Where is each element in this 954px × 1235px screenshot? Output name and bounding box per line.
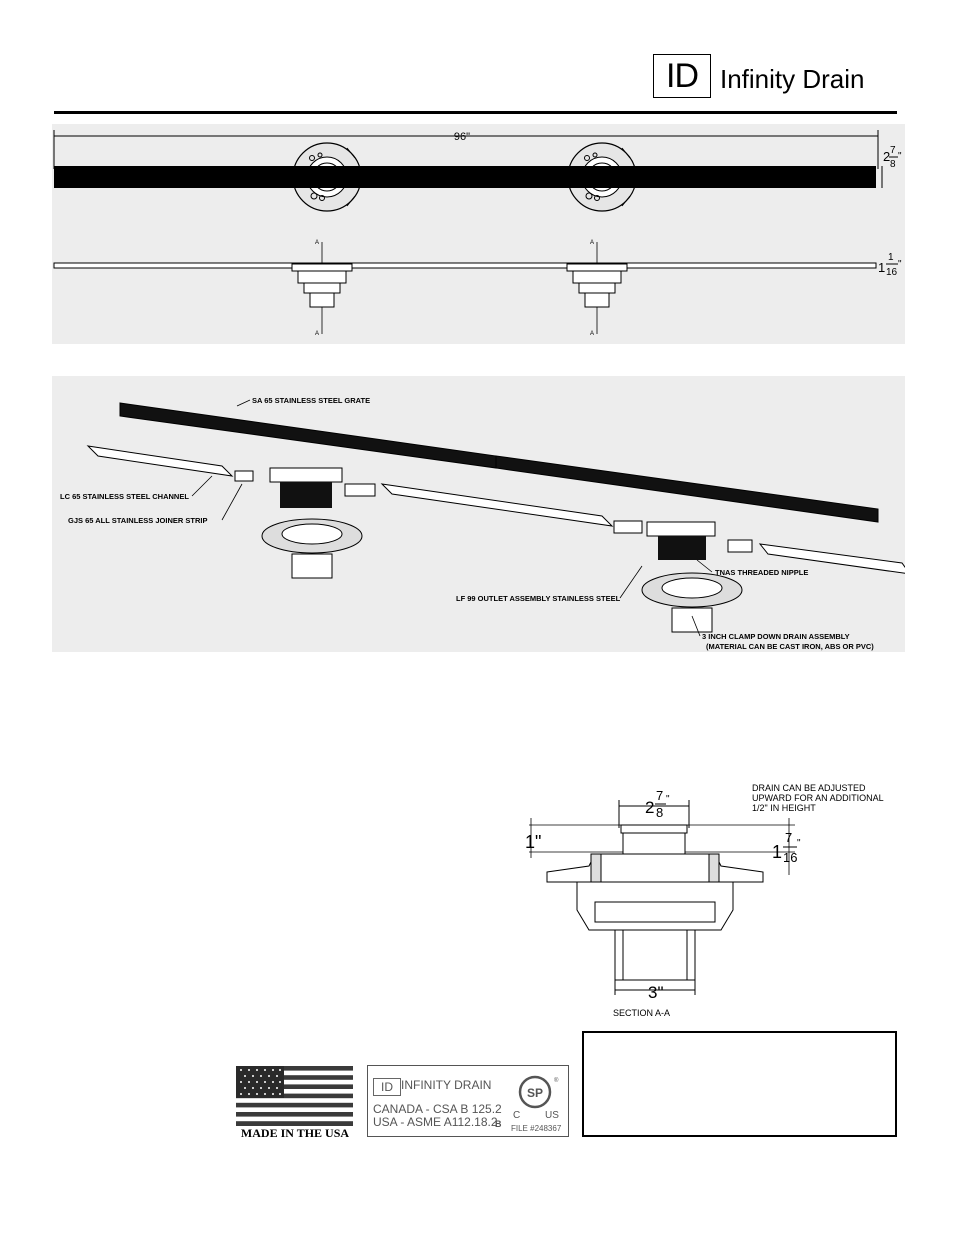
outlet-width-label: 3" bbox=[648, 983, 664, 1002]
svg-text:®: ® bbox=[554, 1077, 559, 1084]
brand-logo-mark: ID bbox=[653, 54, 711, 98]
width-den: 8 bbox=[890, 159, 896, 170]
top-width-whole: 2 bbox=[645, 798, 654, 817]
csa-mark-us: US bbox=[545, 1110, 559, 1121]
section-flange bbox=[546, 853, 764, 883]
callout-joiner: GJS 65 ALL STAINLESS JOINER STRIP bbox=[68, 516, 207, 525]
callout-channel: LC 65 STAINLESS STEEL CHANNEL bbox=[60, 492, 189, 501]
svg-text:A: A bbox=[590, 240, 594, 246]
nipple-left bbox=[280, 482, 332, 508]
svg-text:": " bbox=[898, 151, 902, 162]
cert-logo-mark: ID bbox=[373, 1078, 401, 1096]
exploded-drawing: SA 65 STAINLESS STEEL GRATE LC 65 STAINL… bbox=[60, 396, 912, 651]
adjust-note-1: DRAIN CAN BE ADJUSTED bbox=[752, 783, 866, 793]
grate-left bbox=[119, 402, 497, 469]
section-title: SECTION A-A bbox=[613, 1008, 670, 1018]
certification-box: ID INFINITY DRAIN CANADA - CSA B 125.2 U… bbox=[367, 1065, 569, 1137]
section-outlet bbox=[614, 929, 696, 981]
svg-text:": " bbox=[666, 794, 670, 805]
clamp-drain-right bbox=[641, 572, 743, 633]
right-height-den: 16 bbox=[783, 850, 797, 865]
length-label: 96" bbox=[454, 131, 470, 143]
plan-drawing: 96" 2 7 8 bbox=[53, 130, 902, 337]
right-height-num: 7 bbox=[785, 830, 792, 845]
adjust-note-2: UPWARD FOR AN ADDITIONAL bbox=[752, 793, 884, 803]
brand-name: Infinity Drain bbox=[720, 64, 865, 94]
height-den: 16 bbox=[886, 267, 898, 278]
cert-b-mark: B bbox=[495, 1119, 502, 1129]
section-grate bbox=[620, 824, 688, 834]
svg-text:A: A bbox=[315, 240, 319, 246]
svg-text:A: A bbox=[315, 331, 319, 337]
right-height-whole: 1 bbox=[772, 842, 782, 862]
section-drawing: DRAIN CAN BE ADJUSTED UPWARD FOR AN ADDI… bbox=[525, 783, 884, 1018]
callout-outlet: LF 99 OUTLET ASSEMBLY STAINLESS STEEL bbox=[456, 594, 621, 603]
flag-image bbox=[236, 1066, 353, 1126]
callout-clamp-material: (MATERIAL CAN BE CAST IRON, ABS OR PVC) bbox=[706, 642, 874, 651]
height-num: 1 bbox=[888, 252, 894, 263]
outlet-side-right: A A bbox=[566, 240, 628, 337]
height-whole: 1 bbox=[878, 260, 885, 275]
width-num: 7 bbox=[890, 145, 896, 156]
csa-mark-c: C bbox=[513, 1110, 520, 1121]
left-height-label: 1" bbox=[525, 832, 541, 852]
exploded-view: SA 65 STAINLESS STEEL GRATE LC 65 STAINL… bbox=[52, 376, 912, 652]
cert-brand: INFINITY DRAIN bbox=[401, 1078, 492, 1092]
cert-line-canada: CANADA - CSA B 125.2 bbox=[373, 1102, 502, 1116]
usa-flag bbox=[236, 1066, 353, 1126]
svg-text:": " bbox=[898, 259, 902, 270]
clamp-drain-left bbox=[261, 518, 363, 579]
outlet-side-left: A A bbox=[291, 240, 353, 337]
joiner-4 bbox=[727, 539, 753, 553]
grate-plan-bar bbox=[54, 166, 876, 188]
top-width-num: 7 bbox=[656, 788, 663, 803]
channel-mid bbox=[380, 483, 614, 527]
cert-line-usa: USA - ASME A112.18.2 bbox=[373, 1115, 498, 1129]
nipple-right bbox=[658, 536, 706, 560]
channel-left bbox=[86, 445, 234, 477]
svg-text:": " bbox=[797, 838, 801, 849]
outlet-left bbox=[269, 467, 343, 483]
joiner-1 bbox=[234, 470, 254, 482]
notes-box bbox=[582, 1031, 897, 1137]
joiner-3 bbox=[613, 520, 643, 534]
top-plan-view: 96" 2 7 8 bbox=[52, 124, 905, 344]
adjust-note-3: 1/2" IN HEIGHT bbox=[752, 803, 816, 813]
callout-clamp-drain: 3 INCH CLAMP DOWN DRAIN ASSEMBLY bbox=[702, 632, 850, 641]
section-view: DRAIN CAN BE ADJUSTED UPWARD FOR AN ADDI… bbox=[505, 780, 905, 1020]
callout-nipple: TNAS THREADED NIPPLE bbox=[715, 568, 808, 577]
made-in-usa-caption: MADE IN THE USA bbox=[240, 1126, 350, 1140]
callout-grate: SA 65 STAINLESS STEEL GRATE bbox=[252, 396, 370, 405]
grate-right bbox=[495, 455, 879, 523]
outlet-right bbox=[646, 521, 716, 537]
top-width-den: 8 bbox=[656, 805, 663, 820]
cert-file-number: FILE #248367 bbox=[511, 1124, 562, 1133]
csa-mark-center: SP bbox=[527, 1086, 543, 1100]
width-whole: 2 bbox=[883, 149, 890, 164]
csa-mark-icon: SP ® C US bbox=[513, 1075, 559, 1121]
joiner-2 bbox=[344, 483, 376, 497]
channel-side-bar bbox=[53, 262, 877, 269]
header-rule bbox=[54, 111, 897, 114]
svg-text:A: A bbox=[590, 331, 594, 337]
